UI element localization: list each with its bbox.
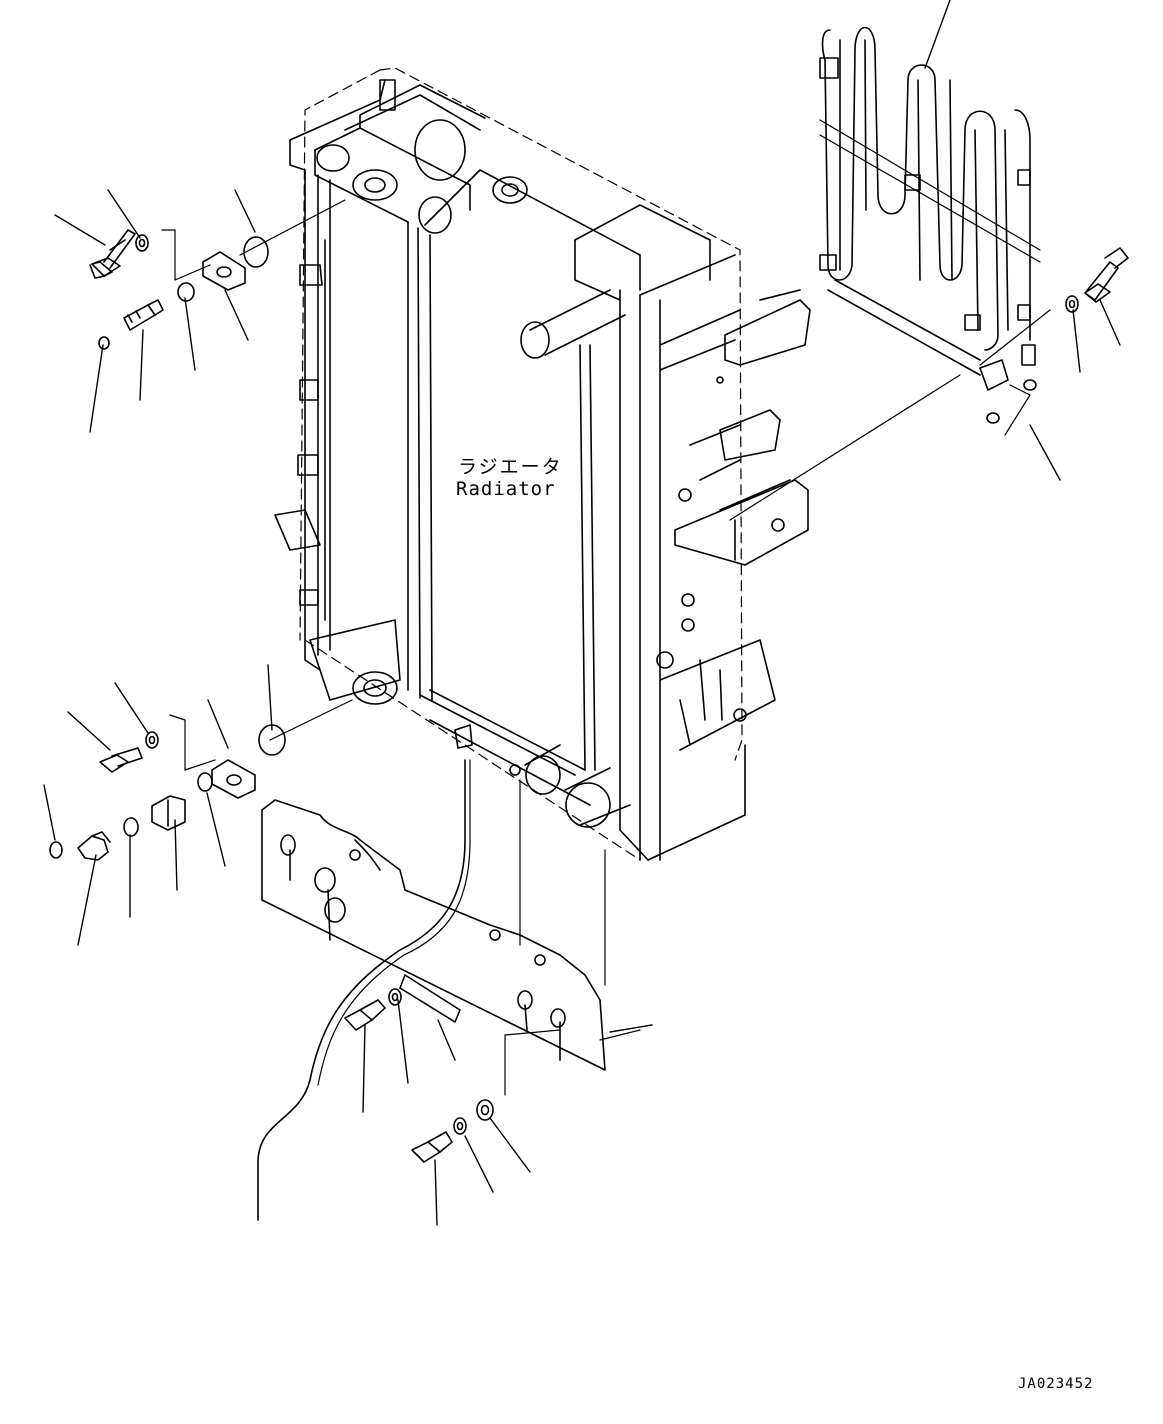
right-fitting-parts [987, 248, 1128, 423]
radiator-assembly [275, 68, 810, 860]
drain-tube [258, 760, 465, 1220]
bottom-cover-plate [262, 800, 605, 1070]
radiator-label-japanese: ラジエータ [458, 456, 563, 478]
leader-lines [162, 200, 1050, 1095]
bottom-hardware-parts [345, 989, 493, 1162]
lower-fitting-parts [50, 725, 285, 860]
radiator-label-english: Radiator [456, 478, 556, 500]
upper-fitting-parts [90, 230, 268, 349]
callout-leaders [44, 0, 1120, 1225]
coil-pipe-assembly [820, 28, 1040, 391]
drawing-code: JA023452 [1018, 1376, 1094, 1392]
